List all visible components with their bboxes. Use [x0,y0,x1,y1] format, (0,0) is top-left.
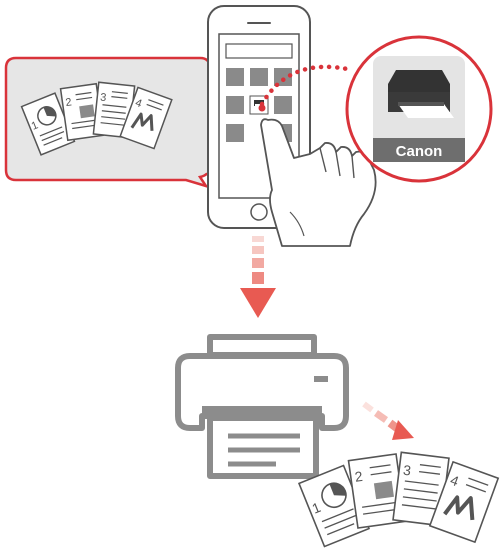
app-brand-text: Canon [396,143,443,160]
printed-page-number-3: 3 [402,462,412,479]
printed-documents-icon: 1 2 3 4 [297,451,500,548]
printed-page-4: 4 [428,460,500,544]
page-number-4: 4 [134,97,144,110]
page-number-3: 3 [100,92,107,105]
page-thumb-4: 4 [119,86,173,150]
page-thumb-1: 1 [20,92,76,156]
output-arrow-icon [362,401,414,440]
page-number-2: 2 [65,96,73,109]
app-icon-callout: Canon [345,35,493,183]
canon-print-app-icon[interactable]: Canon [373,56,465,162]
printer-icon [175,334,349,479]
printed-page-number-2: 2 [354,468,364,485]
print-flow-arrow-icon [240,236,276,318]
document-thumbnails-panel: 1 2 3 4 [4,56,234,189]
dotted-connector [259,64,355,107]
printed-page-1: 1 [297,464,371,548]
tap-indicator [258,64,355,112]
page-number-1: 1 [30,119,40,132]
